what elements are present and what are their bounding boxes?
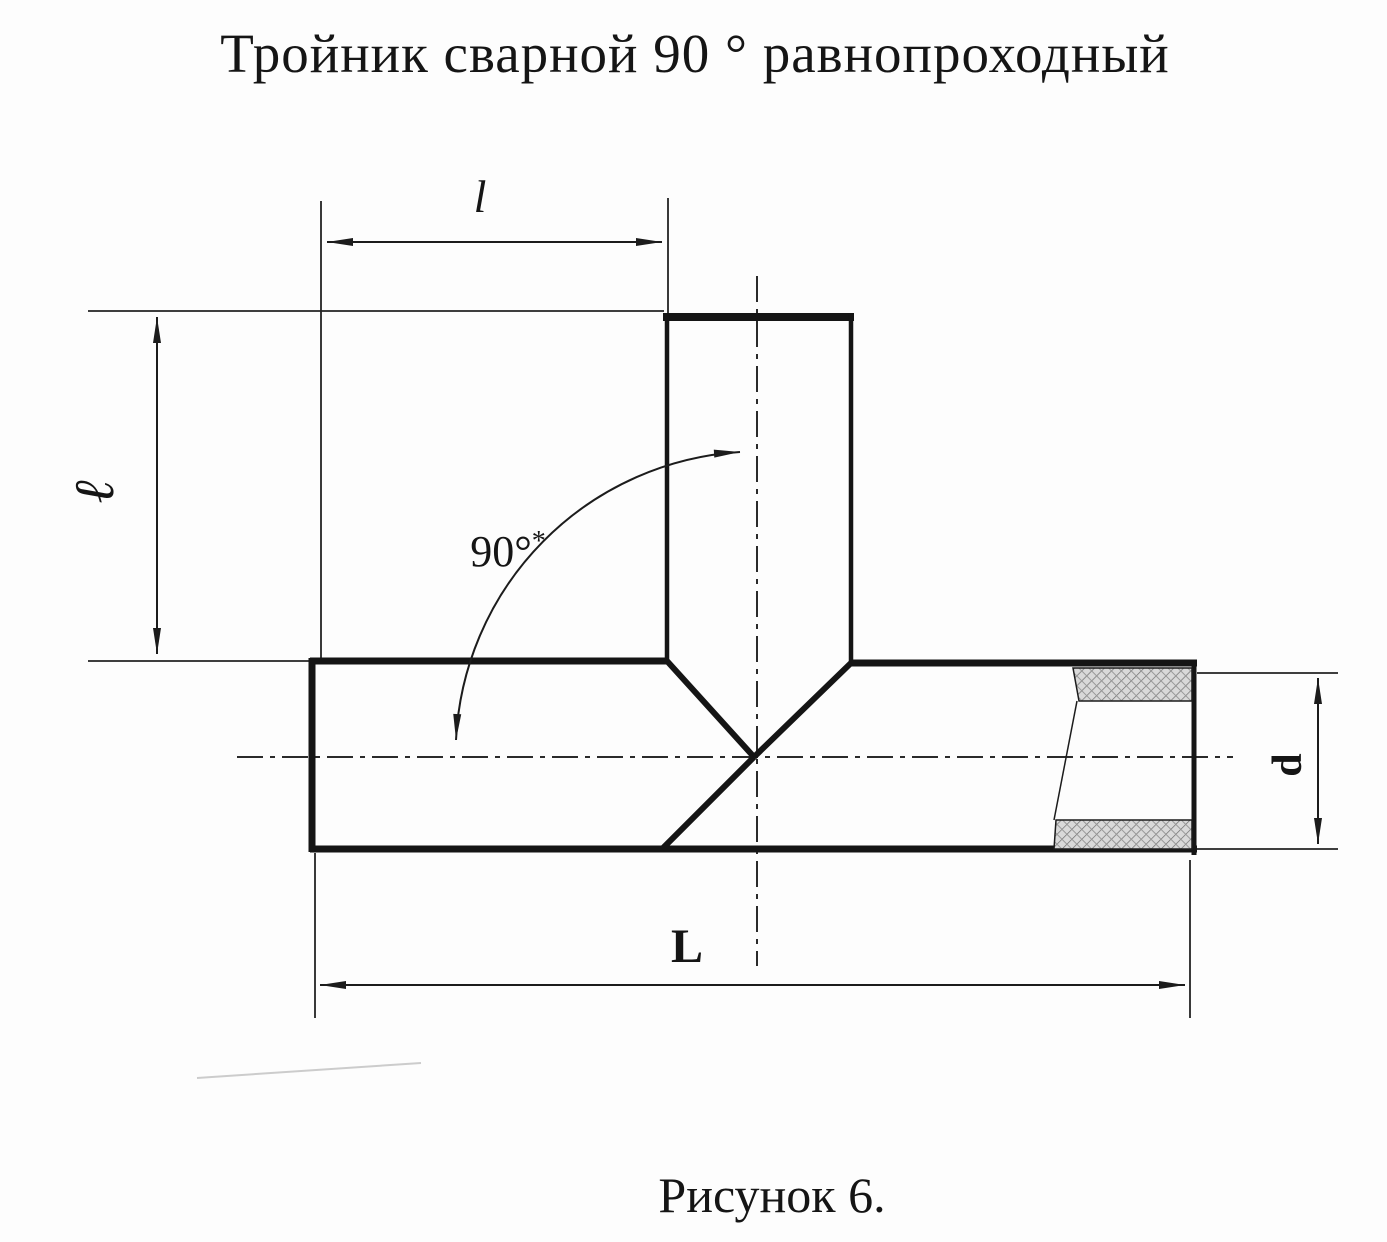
pipe-wall-section <box>1053 667 1193 850</box>
angle-arc-90deg <box>453 449 741 741</box>
angle-value: 90° <box>470 527 532 576</box>
scan-artifact-line <box>196 1062 422 1079</box>
figure-caption: Рисунок 6. <box>658 1167 885 1223</box>
weld-seam-lower <box>659 754 757 852</box>
dim-label-d: d <box>1265 753 1311 776</box>
angle-label-90deg: 90°* <box>470 526 546 576</box>
angle-footnote-star: * <box>532 526 546 557</box>
weld-seam-left <box>664 658 757 760</box>
dim-label-ell: ℓ <box>64 480 126 504</box>
wall-section-top-hatch <box>1072 667 1193 702</box>
page-title: Тройник сварной 90 ° равнопроходный <box>220 23 1169 84</box>
wall-section-break-line <box>1053 700 1078 821</box>
wall-section-bottom-hatch <box>1053 819 1193 850</box>
weld-seam-right <box>751 660 854 760</box>
dim-label-l: l <box>474 171 487 222</box>
dim-label-L: L <box>671 920 703 973</box>
